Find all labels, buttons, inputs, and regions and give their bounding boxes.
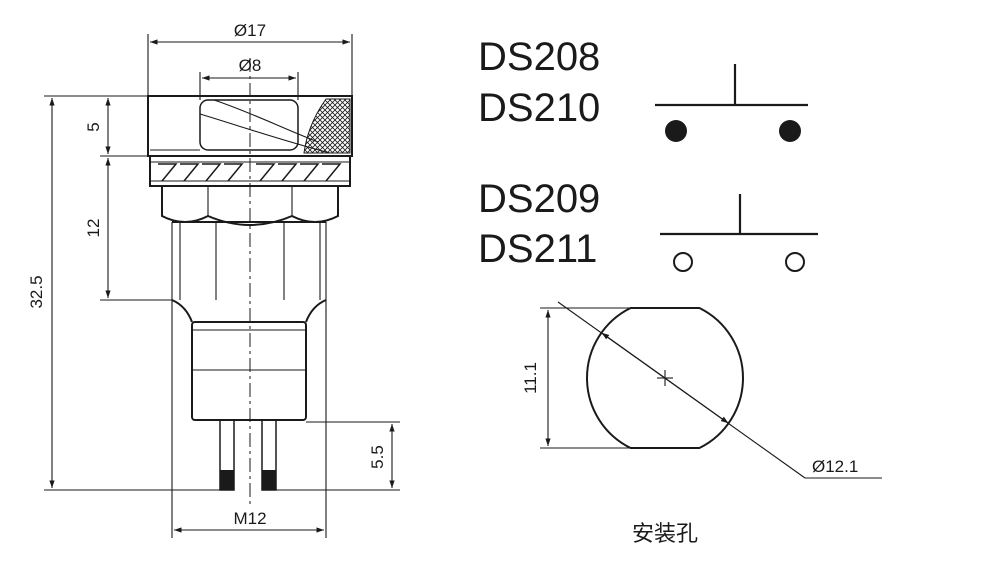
contact-symbol-filled: DS208 DS210	[478, 35, 808, 142]
model-label: DS209	[478, 177, 600, 221]
dimension-dia8: Ø8	[199, 56, 299, 100]
dimension-dia12-1: Ø12.1	[557, 301, 882, 479]
open-contact-circle	[785, 252, 805, 272]
dimension-11-1: 11.1	[521, 307, 630, 449]
cap-hatch	[303, 98, 351, 154]
switch-side-view: Ø17 Ø8 32.5 5 12	[27, 21, 400, 538]
dimension-label: 32.5	[27, 275, 46, 308]
model-label: DS208	[478, 35, 600, 79]
threaded-collar	[149, 155, 351, 187]
dimension-32-5: 32.5	[27, 95, 222, 491]
mounting-hole-view: 11.1 Ø12.1 安装孔	[521, 301, 882, 547]
dimension-m12: M12	[174, 509, 324, 533]
dimension-label: M12	[233, 509, 266, 528]
dimension-label: 12	[84, 219, 103, 238]
switch-body	[171, 221, 327, 421]
terminal-pins	[219, 419, 277, 491]
filled-contact-dot	[779, 120, 801, 142]
model-label: DS211	[478, 227, 597, 271]
dimension-label: Ø17	[234, 21, 266, 40]
dimension-5-5: 5.5	[276, 421, 400, 491]
dimension-5: 5	[84, 98, 148, 157]
mounting-hole-outline	[586, 307, 744, 449]
mounting-hole-caption: 安装孔	[632, 522, 698, 547]
dimension-label: Ø8	[239, 56, 262, 75]
dimension-12: 12	[84, 158, 172, 301]
dimension-label: 5.5	[368, 445, 387, 469]
dimension-label: 11.1	[521, 362, 540, 394]
open-contact-circle	[673, 252, 693, 272]
dimension-label: Ø12.1	[812, 457, 858, 476]
push-button-face	[199, 99, 299, 151]
contact-symbol-open: DS209 DS211	[478, 177, 818, 272]
dimension-dia17: Ø17	[147, 21, 353, 96]
filled-contact-dot	[665, 120, 687, 142]
dimension-label: 5	[84, 122, 103, 131]
model-label: DS210	[478, 86, 600, 130]
